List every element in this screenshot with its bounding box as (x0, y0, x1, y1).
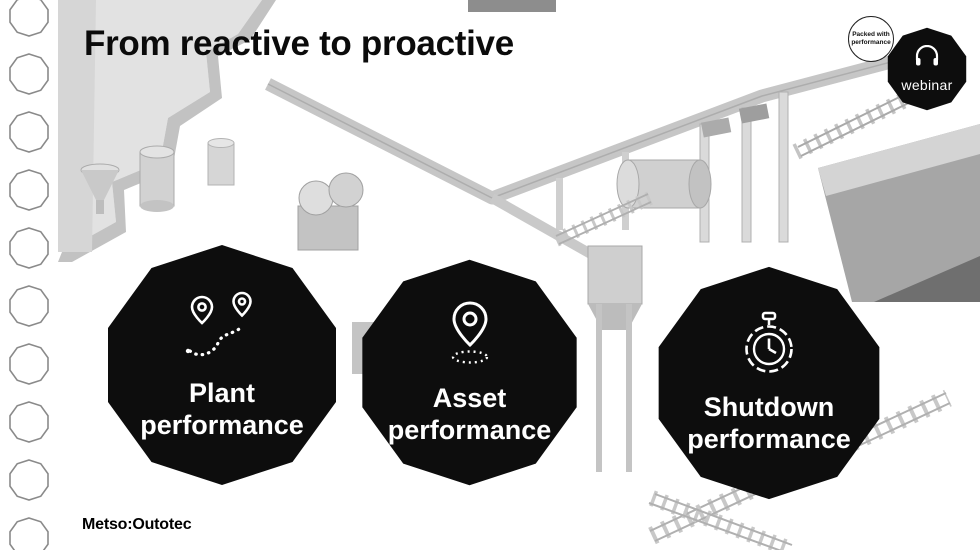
card-label-line1: Shutdown (703, 391, 835, 422)
card-shutdown-performance: Shutdown performance (658, 266, 880, 500)
metso-outotec-logo: Metso:Outotec (82, 516, 192, 533)
headphones-icon (914, 44, 940, 72)
card-asset-performance: Asset performance (362, 259, 577, 486)
card-label: Plant performance (140, 378, 304, 442)
stopwatch-icon (737, 311, 801, 382)
card-label: Asset performance (388, 383, 552, 447)
card-label: Shutdown performance (687, 392, 851, 456)
card-label-line2: performance (687, 423, 851, 454)
card-label-line1: Plant (188, 377, 255, 408)
card-label-line2: performance (387, 415, 552, 445)
packed-with-performance-badge: Packed with performance (848, 16, 894, 62)
webinar-label: webinar (901, 77, 953, 93)
route-map-icon (180, 289, 264, 368)
decagon-strip-decoration (0, 0, 58, 550)
webinar-octagon: webinar (887, 27, 967, 111)
location-pin-icon (438, 298, 502, 373)
webinar-badge: webinar Packed with performance (848, 14, 972, 116)
card-label-line1: Asset (432, 383, 507, 414)
card-plant-performance: Plant performance (108, 245, 336, 485)
page-title: From reactive to proactive (84, 24, 514, 63)
card-label-line2: performance (140, 409, 304, 440)
